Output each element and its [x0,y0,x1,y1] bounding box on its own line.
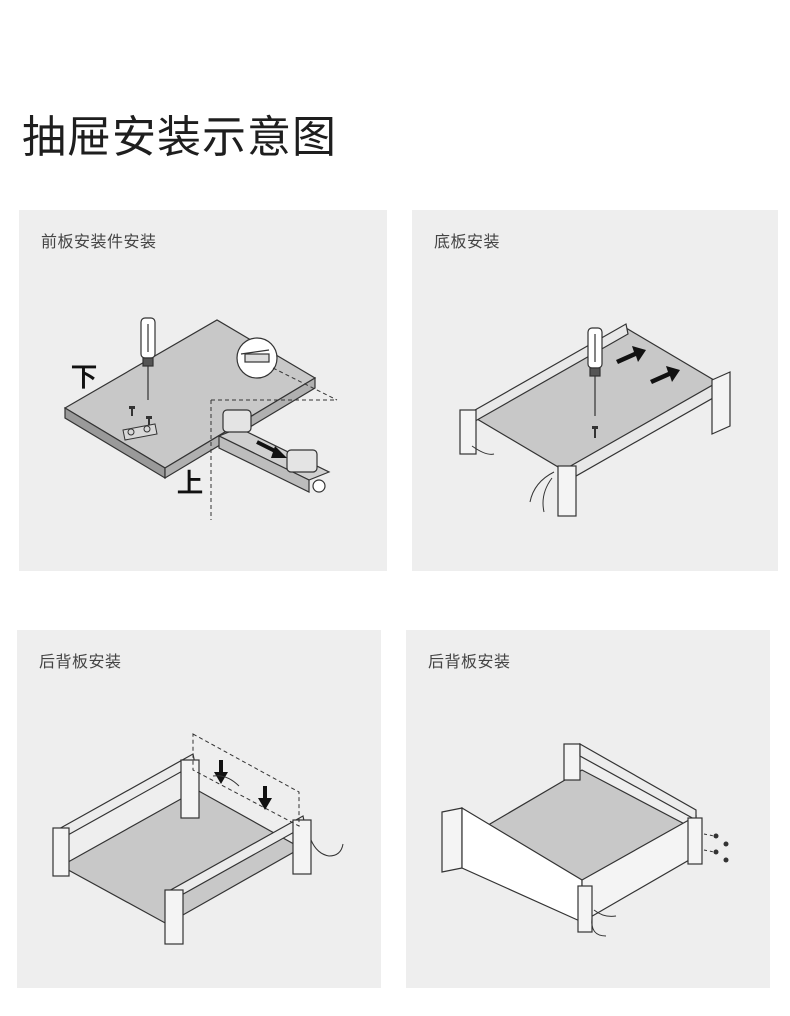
screw-icon [592,426,598,438]
panel-back-board-1: 后背板安装 [17,630,381,988]
panel-label: 后背板安装 [39,652,122,671]
back-board-illustration-2 [441,742,729,937]
screwdriver-icon [140,317,156,400]
arrow-right-icon [256,440,287,458]
panel-back-board-2: 后背板安装 [406,630,770,988]
mounting-bracket-icon [122,423,158,441]
cable-icon [471,445,555,513]
back-board-illustration-1 [52,733,344,945]
panel-front-fittings: 前板安装件安装 下 上 [19,210,387,571]
front-fittings-illustration: 下 上 [63,317,338,520]
screwdriver-icon [587,327,603,416]
arrow-down-icon [214,760,272,810]
panel-label: 底板安装 [434,232,501,251]
arrow-up-right-icon [616,346,680,384]
panel-label: 后背板安装 [428,652,511,671]
label-up: 上 [177,469,203,499]
panel-bottom-board: 底板安装 [412,210,778,571]
cable-icon [591,909,617,937]
page-title: 抽屉安装示意图 [22,112,337,163]
bottom-board-illustration [459,323,731,517]
label-down: 下 [71,363,97,393]
panel-label: 前板安装件安装 [41,232,157,251]
magnifier-circle [236,337,278,379]
cable-icon [212,775,344,857]
screw-icon [713,833,729,863]
